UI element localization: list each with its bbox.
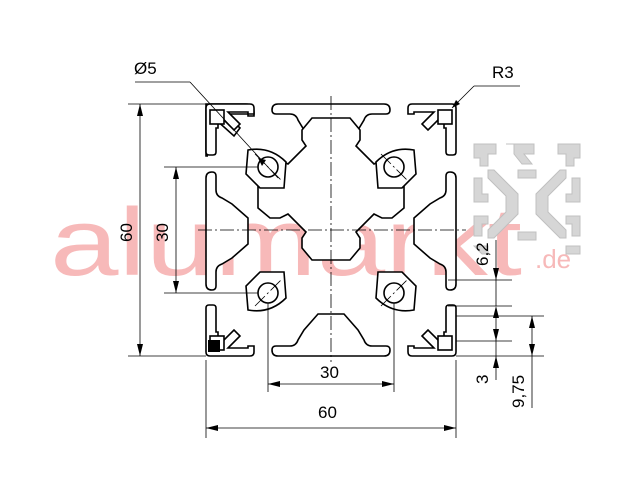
corner-fill-bl bbox=[208, 340, 220, 352]
width-inner-label: 30 bbox=[320, 363, 339, 382]
slot-left bbox=[205, 171, 249, 291]
dimension-hole-diameter: Ø5 bbox=[134, 59, 279, 179]
corner-pocket-tr bbox=[437, 109, 453, 125]
center-lines bbox=[198, 96, 466, 362]
corner-pocket-br bbox=[437, 335, 453, 351]
watermark-suffix: .de bbox=[535, 244, 571, 274]
slot-depth-label: 6,2 bbox=[473, 242, 492, 266]
width-total-label: 60 bbox=[318, 403, 337, 422]
dimension-height-inner: 30 bbox=[153, 166, 258, 294]
dimension-slot-depth: 6,2 bbox=[448, 240, 512, 318]
hole-diameter-label: Ø5 bbox=[134, 59, 157, 78]
dimension-height-total: 60 bbox=[117, 103, 206, 357]
dimension-wall-thickness: 3 bbox=[456, 316, 512, 384]
height-inner-label: 30 bbox=[153, 223, 172, 242]
corner-radius-label: R3 bbox=[492, 63, 514, 82]
wall-thickness-label: 3 bbox=[473, 375, 492, 384]
dimension-corner-radius: R3 bbox=[451, 63, 520, 109]
dimension-slot-offset: 9,75 bbox=[456, 315, 544, 408]
profile-thumbnail-icon bbox=[472, 143, 581, 255]
slot-right bbox=[413, 171, 457, 291]
height-total-label: 60 bbox=[117, 223, 136, 242]
dimension-width-total: 60 bbox=[205, 360, 457, 438]
dimension-width-inner: 30 bbox=[267, 303, 395, 392]
slot-offset-label: 9,75 bbox=[509, 375, 528, 408]
corner-pocket-tl bbox=[209, 109, 225, 125]
